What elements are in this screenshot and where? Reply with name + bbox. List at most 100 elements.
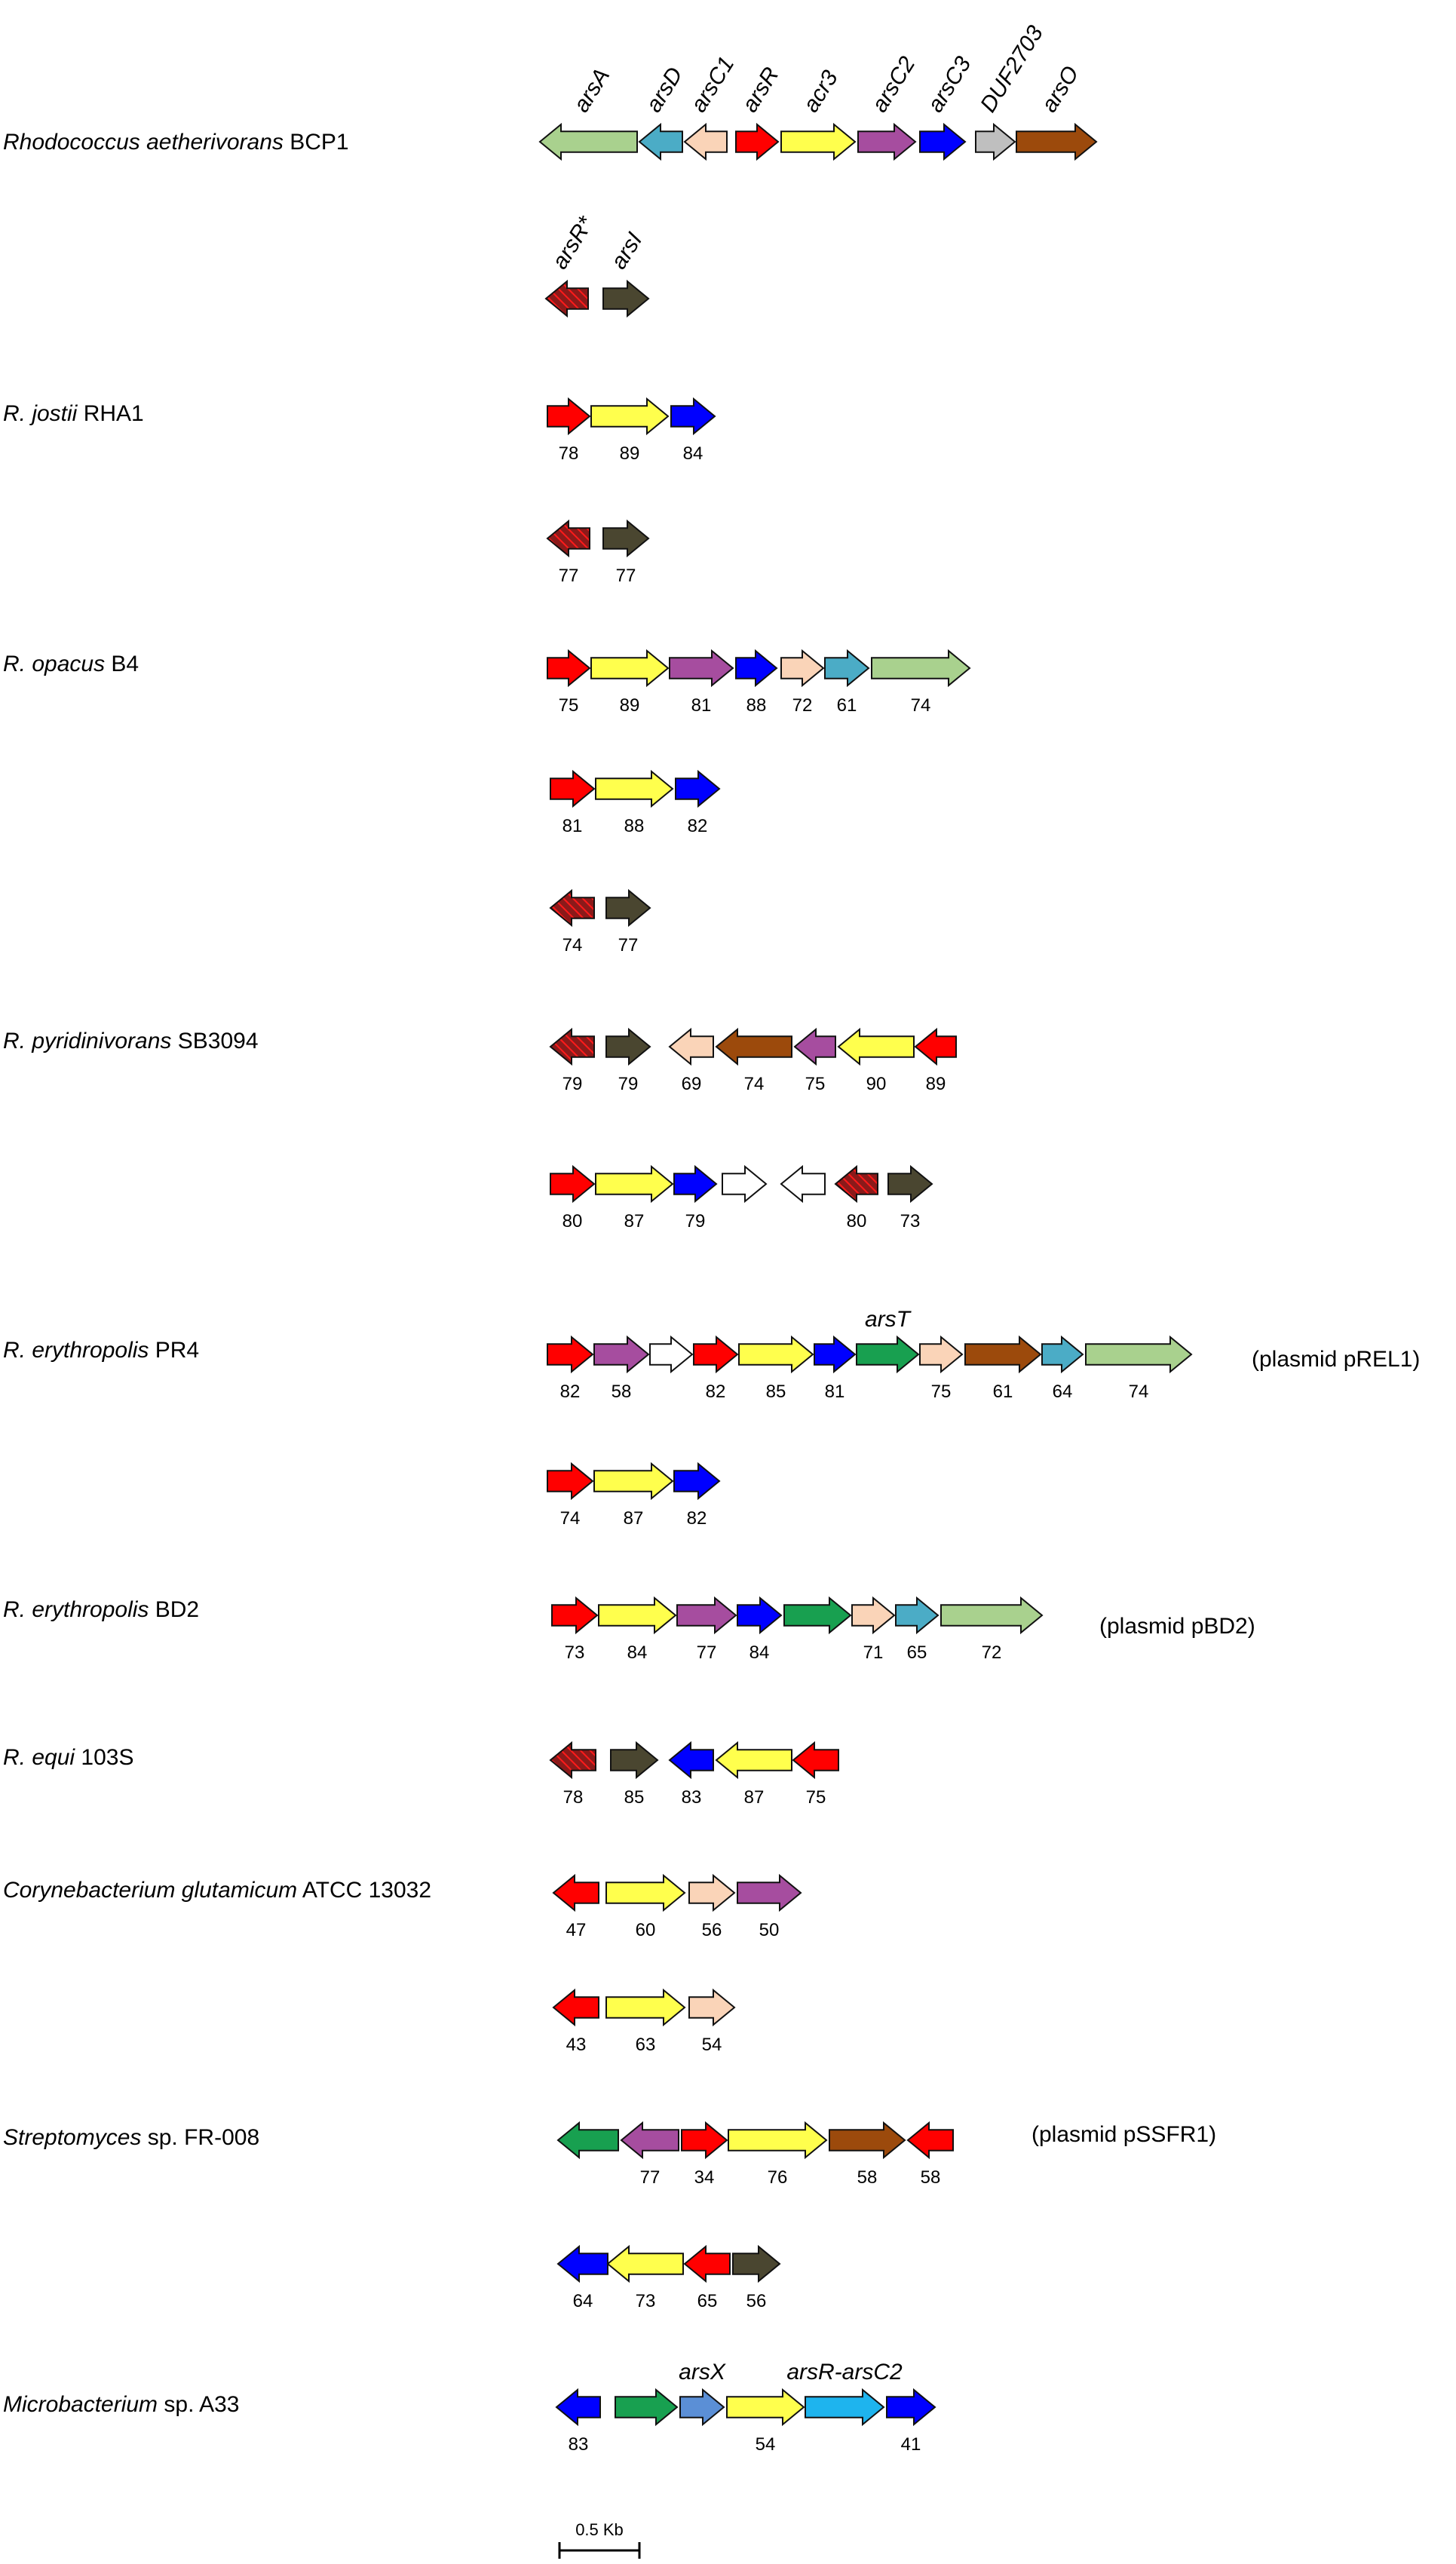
- identity-percent-label: 41: [901, 2434, 921, 2455]
- gene-arrow-acr3: [726, 2388, 805, 2427]
- identity-percent-label: 77: [697, 1642, 717, 1663]
- identity-percent-label: 84: [627, 1642, 648, 1663]
- gene-arrow-arsr: [914, 1027, 957, 1066]
- gene-arrow-acr3: [728, 2121, 828, 2160]
- gene-arrow-arsi: [732, 2244, 781, 2283]
- scale-bar-label: 0.5 Kb: [575, 2520, 624, 2539]
- identity-percent-label: 74: [560, 1508, 581, 1529]
- gene-arrow-arsrstar: [549, 1027, 595, 1066]
- gene-name-label: arsC3: [923, 52, 976, 117]
- gene-arrow-arsc2: [669, 649, 734, 688]
- gene-arrow-arsc3: [735, 649, 778, 688]
- organism-label-pr4: R. erythropolis PR4: [3, 1338, 199, 1363]
- gene-arrow-arsc2: [737, 1873, 802, 1912]
- identity-percent-label: 56: [746, 2291, 767, 2311]
- identity-percent-label: 78: [559, 443, 579, 464]
- gene-arrow-arsc3: [814, 1335, 857, 1374]
- identity-percent-label: 80: [562, 1211, 583, 1231]
- gene-row: 78 89 84: [547, 397, 716, 464]
- gene-arrow-arsd: [824, 649, 870, 688]
- identity-percent-label: 84: [683, 443, 703, 464]
- gene-arrow-arsc2: [593, 1335, 650, 1374]
- gene-arrow-arsd: [1041, 1335, 1084, 1374]
- identity-percent-label: 88: [746, 695, 767, 716]
- gene-name-label: acr3: [799, 66, 843, 116]
- gene-arrow-arso: [964, 1335, 1042, 1374]
- gene-arrow-arsc2: [857, 122, 917, 161]
- identity-percent-label: 61: [837, 695, 857, 716]
- gene-arrow-arsc3: [919, 122, 967, 161]
- gene-arrow-arsi: [887, 1164, 933, 1204]
- identity-percent-label: 74: [911, 695, 931, 716]
- gene-name-label: arsR*: [547, 211, 599, 273]
- gene-arrow-arsi: [605, 888, 651, 928]
- gene-arrow-unknown: [780, 1164, 826, 1204]
- gene-arrow-arsc1: [683, 122, 728, 161]
- identity-percent-label: 82: [706, 1382, 726, 1402]
- gene-arrow-arsr: [550, 1164, 596, 1204]
- gene-arrow-arsi: [610, 1741, 659, 1780]
- identity-percent-label: 60: [636, 1920, 656, 1940]
- identity-percent-label: 87: [744, 1787, 765, 1808]
- gene-arrow-arsc2: [793, 1027, 836, 1066]
- gene-arrow-arsr: [681, 2121, 728, 2160]
- gene-arrow-arst: [856, 1335, 920, 1374]
- gene-arrow-arst: [783, 1596, 852, 1635]
- plasmid-label-pssfr1: (plasmid pSSFR1): [1031, 2122, 1216, 2147]
- gene-arrow-arsr: [547, 649, 591, 688]
- identity-percent-label: 82: [687, 1508, 707, 1529]
- identity-percent-label: 61: [993, 1382, 1013, 1402]
- identity-percent-label: 87: [624, 1211, 645, 1231]
- identity-percent-label: 71: [863, 1642, 884, 1663]
- identity-percent-label: 75: [931, 1382, 952, 1402]
- gene-arrow-arsr: [693, 1335, 739, 1374]
- identity-percent-label: 89: [620, 443, 640, 464]
- identity-percent-label: 75: [559, 695, 579, 716]
- organism-label-fr008: Streptomyces sp. FR-008: [3, 2125, 259, 2150]
- gene-arrow-arso: [829, 2121, 906, 2160]
- identity-percent-label: 74: [562, 935, 583, 955]
- gene-arrow-acr3: [590, 397, 670, 436]
- gene-arrow-arsr: [551, 1596, 599, 1635]
- gene-arrow-acr3: [605, 1988, 686, 2027]
- identity-percent-label: 64: [1053, 1382, 1073, 1402]
- gene-name-label: arsC2: [867, 52, 921, 117]
- scale-bar: 0.5 Kb: [558, 2520, 641, 2559]
- identity-percent-label: 85: [624, 1787, 645, 1808]
- gene-arrow-arsr: [735, 122, 780, 161]
- organism-label-103s: R. equi 103S: [3, 1745, 133, 1770]
- identity-percent-label: 50: [759, 1920, 780, 1940]
- identity-percent-label: 80: [847, 1211, 867, 1231]
- identity-percent-label: 77: [640, 2167, 661, 2188]
- gene-arrow-acr3: [738, 1335, 814, 1374]
- gene-arrow-arsc3: [673, 1461, 721, 1501]
- organism-label-a33: Microbacterium sp. A33: [3, 2392, 239, 2417]
- gene-name-label: arsI: [606, 228, 647, 274]
- identity-percent-label: 73: [636, 2291, 656, 2311]
- identity-percent-label: 90: [866, 1074, 887, 1094]
- gene-row: 74 87 82: [547, 1461, 721, 1529]
- identity-percent-label: 72: [982, 1642, 1002, 1663]
- gene-arrow-arsc2: [676, 1596, 737, 1635]
- gene-arrow-arsc3: [556, 2244, 608, 2283]
- gene-arrow-arsc3: [555, 2388, 601, 2427]
- identity-percent-label: 87: [624, 1508, 644, 1529]
- gene-name-label: arsX: [679, 2360, 726, 2385]
- gene-arrow-acr3: [590, 649, 670, 688]
- gene-name-label: arsC1: [686, 52, 739, 116]
- gene-arrow-arsrstar: [546, 519, 590, 558]
- gene-arrow-arsc1: [780, 649, 825, 688]
- organism-label-bd2: R. erythropolis BD2: [3, 1597, 199, 1622]
- gene-arrow-acr3: [595, 1164, 674, 1204]
- identity-percent-label: 43: [566, 2035, 587, 2055]
- identity-percent-label: 89: [620, 695, 640, 716]
